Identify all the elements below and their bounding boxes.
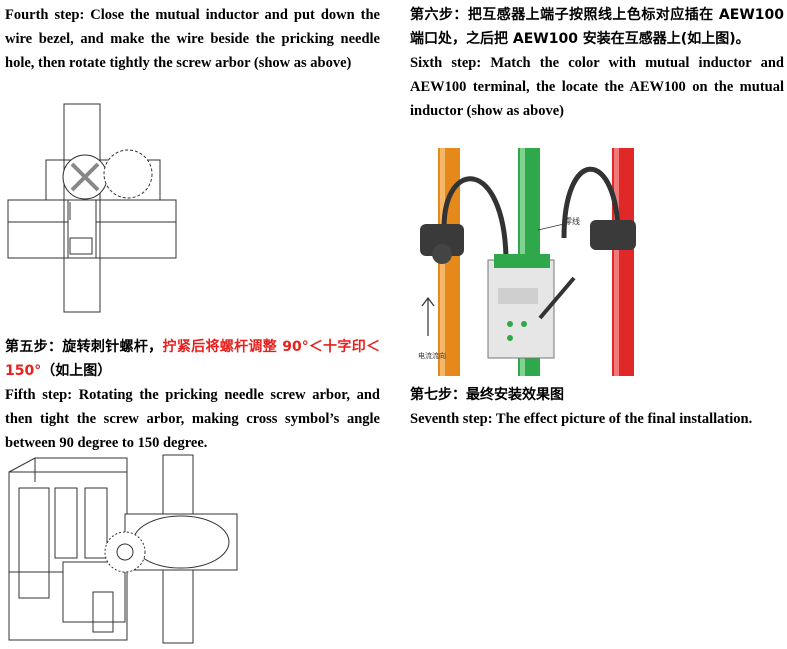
current-direction-label: 电流流向 — [418, 351, 446, 360]
step7-zh-text: 第七步：最终安装效果图 — [410, 387, 564, 403]
step4-drawing — [7, 103, 177, 313]
step5-zh-text: 第五步：旋转刺针螺杆，拧紧后将螺杆调整 90°＜十字印＜150°（如上图） — [5, 335, 380, 383]
step4-block: Fourth step: Close the mutual inductor a… — [5, 3, 380, 75]
step6-en-text: Sixth step: Match the color with mutual … — [410, 55, 784, 119]
step7-block: 第七步：最终安装效果图 Seventh step: The effect pic… — [410, 383, 784, 431]
installation-photo: 零线 电流流向 — [414, 148, 638, 376]
neutral-wire-label: 零线 — [564, 216, 580, 226]
step5-drawing — [8, 454, 238, 644]
step5-en-text: Fifth step: Rotating the pricking needle… — [5, 387, 380, 451]
step6-zh-text: 第六步：把互感器上端子按照线上色标对应插在 AEW100 端口处，之后把 AEW… — [410, 7, 784, 47]
step6-block: 第六步：把互感器上端子按照线上色标对应插在 AEW100 端口处，之后把 AEW… — [410, 3, 784, 123]
step5-block: 第五步：旋转刺针螺杆，拧紧后将螺杆调整 90°＜十字印＜150°（如上图） Fi… — [5, 335, 380, 455]
step7-en-text: Seventh step: The effect picture of the … — [410, 411, 753, 427]
step4-en-text: Fourth step: Close the mutual inductor a… — [5, 7, 380, 71]
step5-zh-highlight: 拧紧后将螺杆调整 90°＜十字印＜150° — [5, 339, 381, 379]
step5-zh-suffix: （如上图） — [41, 363, 112, 379]
step5-zh-prefix: 第五步：旋转刺针螺杆， — [5, 339, 163, 355]
